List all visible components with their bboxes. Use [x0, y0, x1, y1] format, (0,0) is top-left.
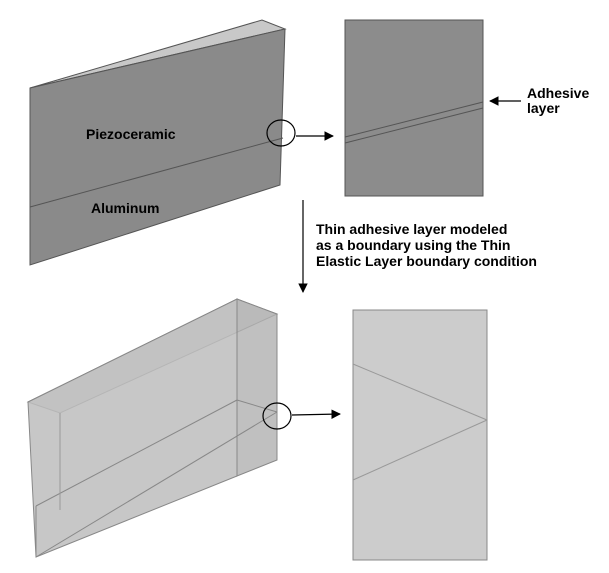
solid-block-front-face [29, 28, 286, 266]
label-piezoceramic: Piezoceramic [86, 126, 176, 142]
caption-line1: Thin adhesive layer modeled [316, 221, 507, 237]
wedge-right-face [236, 298, 278, 477]
zoom-panel-solid-rect [344, 19, 484, 197]
wedge-inner-line-3 [35, 411, 278, 558]
caption-line3: Elastic Layer boundary condition [316, 253, 537, 269]
solid-block-layer-line [29, 137, 284, 208]
zoom-wedge-line-lower [352, 419, 488, 481]
zoom-circle-top [266, 119, 296, 147]
zoom-wedge-line-upper [352, 363, 488, 421]
transparent-wedge-model [26, 298, 292, 558]
wedge-inner-line-1 [35, 399, 238, 507]
label-aluminum: Aluminum [91, 200, 159, 216]
arrow-to-zoom-bottom [291, 409, 341, 419]
wedge-inner-line-4 [236, 399, 278, 413]
adhesive-layer-line-upper [344, 101, 484, 138]
caption-line2: as a boundary using the Thin [316, 237, 510, 253]
label-adhesive-line2: layer [527, 100, 560, 116]
label-adhesive-line1: Adhesive [527, 85, 589, 101]
solid-block-model [29, 19, 296, 266]
zoom-panel-transparent [352, 309, 488, 561]
adhesive-layer-line-lower [344, 107, 484, 144]
zoom-panel-transparent-rect [352, 309, 488, 561]
zoom-panel-solid [344, 19, 484, 197]
zoom-circle-bottom [262, 402, 292, 430]
wedge-front-face [27, 298, 238, 558]
